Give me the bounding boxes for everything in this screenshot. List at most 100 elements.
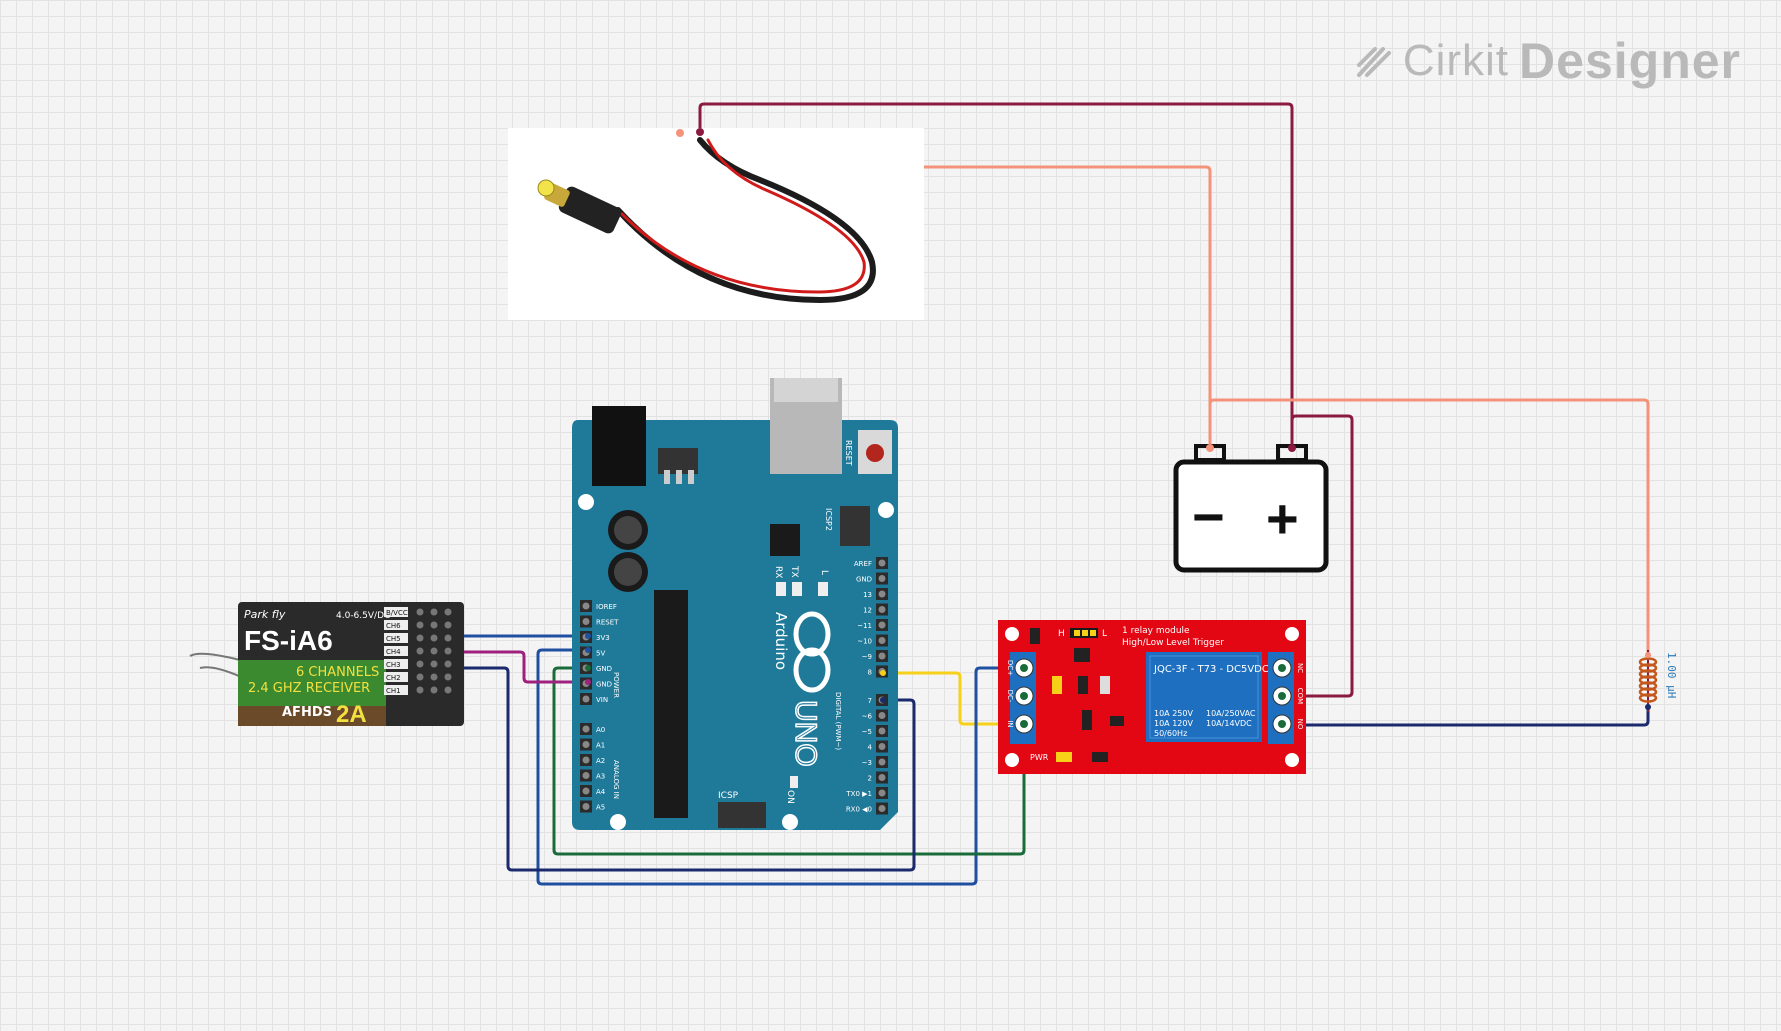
digital-label: DIGITAL (PWM~) — [834, 692, 842, 750]
digital-pin-label: RX0 ◀0 — [846, 806, 872, 814]
digital-pin-label: 7 — [868, 697, 872, 705]
reset-button-cap[interactable] — [866, 444, 884, 462]
digital-pin-pin[interactable] — [878, 712, 886, 719]
digital-pin-label: ~11 — [857, 622, 872, 630]
receiver-header-pin[interactable] — [444, 673, 452, 681]
receiver-header-pin[interactable] — [430, 647, 438, 655]
icsp-label: ICSP — [718, 791, 739, 801]
power-pin-label: IOREF — [596, 603, 617, 611]
receiver-pin-label-bg — [384, 646, 408, 656]
receiver-header-pin[interactable] — [444, 634, 452, 642]
wire-maroon-top[interactable] — [698, 102, 1294, 450]
relay-module[interactable]: 1 relay module High/Low Level Trigger H … — [998, 620, 1306, 774]
relay-title: 1 relay module — [1122, 626, 1190, 636]
receiver-header-pin[interactable] — [430, 634, 438, 642]
receiver-header-pin[interactable] — [444, 660, 452, 668]
digital-pin-label: ~5 — [862, 728, 872, 736]
digital-pin-pin[interactable] — [878, 805, 886, 812]
receiver-header-pin[interactable] — [444, 608, 452, 616]
digital-pin-pin[interactable] — [878, 652, 886, 660]
digital-pin-label: ~6 — [862, 713, 873, 721]
analog-pin-label: A2 — [596, 757, 605, 765]
receiver-header-pin[interactable] — [416, 660, 424, 668]
relay-spec-left: 10A 250V — [1154, 709, 1193, 718]
arduino-uno[interactable]: RESET ICSP2 TX RX L Arduino UNO ON ICSP … — [572, 378, 898, 830]
relay-screw-center — [1278, 664, 1286, 672]
relay-spec-right: 10A/250VAC — [1206, 709, 1256, 718]
receiver-header-pin[interactable] — [444, 686, 452, 694]
analog-pin-pin[interactable] — [582, 772, 590, 779]
receiver-header-pin[interactable] — [416, 634, 424, 642]
analog-pin-pin[interactable] — [582, 803, 590, 810]
digital-pin-pin[interactable] — [878, 758, 886, 766]
digital-pin-pin[interactable] — [878, 575, 886, 582]
battery-negative-terminal[interactable] — [1206, 444, 1214, 452]
wire-navy-d7[interactable] — [448, 666, 916, 872]
digital-pin-label: TX0 ▶1 — [845, 790, 872, 798]
digital-pin-pin[interactable] — [878, 743, 886, 750]
relay-subtitle: High/Low Level Trigger — [1122, 638, 1224, 648]
digital-pin-label: 12 — [863, 607, 872, 615]
power-pin-label: GND — [596, 665, 612, 673]
receiver-header-pin[interactable] — [416, 608, 424, 616]
digital-pin-pin[interactable] — [878, 606, 886, 613]
wire-yellow-d8[interactable] — [881, 671, 1026, 726]
receiver-header-pin[interactable] — [416, 647, 424, 655]
inductor[interactable]: 1.00 µH — [1638, 650, 1678, 712]
receiver-pin-label: CH5 — [386, 635, 401, 643]
receiver-header-pin[interactable] — [430, 608, 438, 616]
inductor-terminal-top[interactable] — [1645, 652, 1651, 658]
jack-positive-terminal[interactable] — [696, 128, 704, 136]
dc-power-jack[interactable] — [508, 128, 924, 320]
receiver-header-pin[interactable] — [430, 686, 438, 694]
analog-pin-pin[interactable] — [582, 741, 590, 748]
digital-pin-pin[interactable] — [878, 774, 886, 781]
power-pin-pin[interactable] — [582, 602, 590, 610]
inductor-terminal-bottom[interactable] — [1645, 704, 1651, 710]
digital-pin-pin[interactable] — [878, 621, 886, 629]
receiver-header-pin[interactable] — [416, 673, 424, 681]
digital-pin-label: 8 — [868, 669, 872, 677]
power-pin-label: 5V — [596, 650, 605, 658]
jack-negative-terminal[interactable] — [676, 129, 684, 137]
receiver-pin-label-bg — [384, 659, 408, 669]
power-pin-pin[interactable] — [582, 618, 590, 625]
relay-terminal-label: DC- — [1006, 690, 1014, 703]
analog-pin-pin[interactable] — [582, 787, 590, 795]
receiver-header-pin[interactable] — [430, 660, 438, 668]
digital-pin-label: GND — [856, 576, 872, 584]
inductor-value: 1.00 µH — [1665, 652, 1678, 698]
wire-magenta-gnd[interactable] — [448, 650, 590, 684]
relay-terminal-label: COM — [1296, 688, 1304, 704]
receiver-header-pin[interactable] — [444, 621, 452, 629]
receiver-header-pin[interactable] — [416, 621, 424, 629]
power-label: POWER — [612, 672, 620, 698]
analog-pin-pin[interactable] — [582, 756, 590, 764]
digital-pin-pin[interactable] — [878, 559, 886, 567]
digital-pin-pin[interactable] — [878, 637, 886, 644]
receiver-header-pin[interactable] — [416, 686, 424, 694]
receiver-voltage: 4.0-6.5V/DC — [336, 611, 390, 621]
battery[interactable]: − + — [1173, 444, 1329, 573]
battery-positive-terminal[interactable] — [1288, 444, 1296, 452]
receiver-header-pin[interactable] — [430, 673, 438, 681]
receiver-brand: Park fly — [244, 608, 286, 621]
power-pin-label: GND — [596, 681, 612, 689]
wire-navy-no[interactable] — [1280, 705, 1650, 727]
receiver-header-pin[interactable] — [444, 647, 452, 655]
digital-pin-label: ~3 — [862, 759, 872, 767]
wire-maroon-com[interactable] — [1280, 414, 1354, 698]
digital-pin-pin[interactable] — [878, 590, 886, 598]
analog-pin-pin[interactable] — [582, 725, 590, 733]
digital-pin-pin[interactable] — [878, 727, 886, 735]
tx-label: TX — [789, 565, 799, 578]
fs-ia6-receiver[interactable]: Park fly 4.0-6.5V/DC FS-iA6 6 CHANNELS 2… — [189, 602, 464, 728]
receiver-header-pin[interactable] — [430, 621, 438, 629]
wire-salmon-inductor[interactable] — [1208, 398, 1650, 657]
power-pin-pin[interactable] — [582, 695, 590, 703]
wire-blue-dcplus[interactable] — [536, 648, 1026, 886]
digital-pin-pin[interactable] — [878, 789, 886, 797]
